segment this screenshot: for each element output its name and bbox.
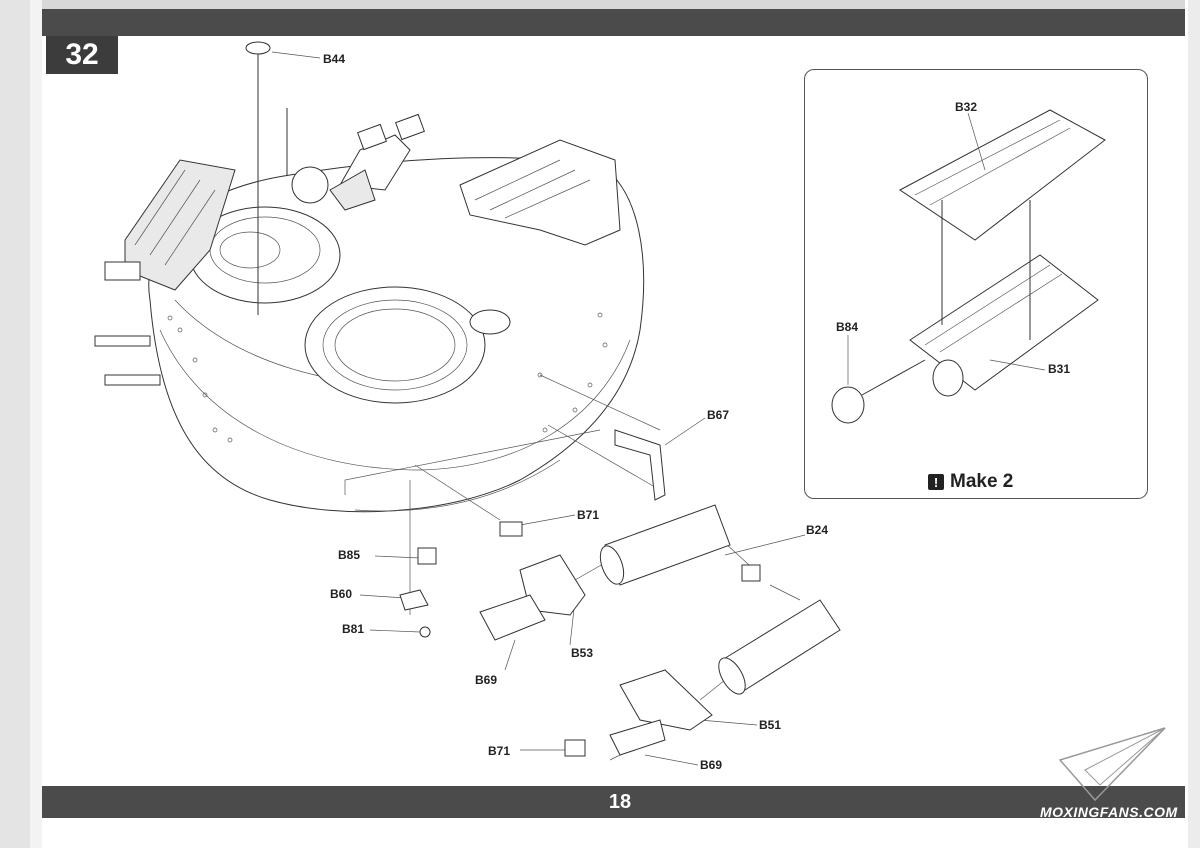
paper-plane-logo [1058,727,1166,802]
watermark-text: MOXINGFANS.COM [1040,804,1178,820]
part-label-b67: B67 [707,408,730,422]
part-label-b85: B85 [338,548,361,562]
part-b51-housing [609,669,713,756]
part-label-b44: B44 [323,52,346,66]
part-label-b51: B51 [759,718,782,732]
make-quantity-note: ! Make 2 [928,468,1038,496]
part-b71-lower [564,739,586,757]
part-label-b71-lower: B71 [488,744,511,758]
step-number-badge: 32 [46,36,118,74]
page-binding-edge [0,0,30,848]
part-label-b81: B81 [342,622,365,636]
part-label-b24: B24 [806,523,829,537]
part-b67 [614,429,666,501]
inset-label-b31: B31 [1048,362,1071,376]
page-right-edge [1188,0,1200,848]
inset-label-b32: B32 [955,100,978,114]
part-label-b69-lower: B69 [700,758,723,772]
part-label-b53: B53 [571,646,594,660]
part-b44 [245,41,271,55]
turret-body [94,108,645,513]
inset-label-b84: B84 [836,320,859,334]
part-label-b60: B60 [330,587,353,601]
page-binding-shadow [30,0,42,848]
page-number: 18 [608,790,632,813]
bottom-footer-bar [42,786,1185,818]
part-lower-tube [718,599,841,695]
leader-lines [257,51,806,766]
part-label-b69: B69 [475,673,498,687]
part-b71 [499,521,523,537]
part-upper-tube [599,504,731,586]
warning-icon: ! [928,474,944,490]
top-header-stripe [42,0,1185,9]
make-quantity-text: Make 2 [950,471,1014,492]
part-b24 [741,564,761,582]
rivet-details [167,312,608,443]
part-b53-housing [479,554,586,641]
part-b85-b60-b81 [399,547,437,638]
part-label-b71: B71 [577,508,600,522]
